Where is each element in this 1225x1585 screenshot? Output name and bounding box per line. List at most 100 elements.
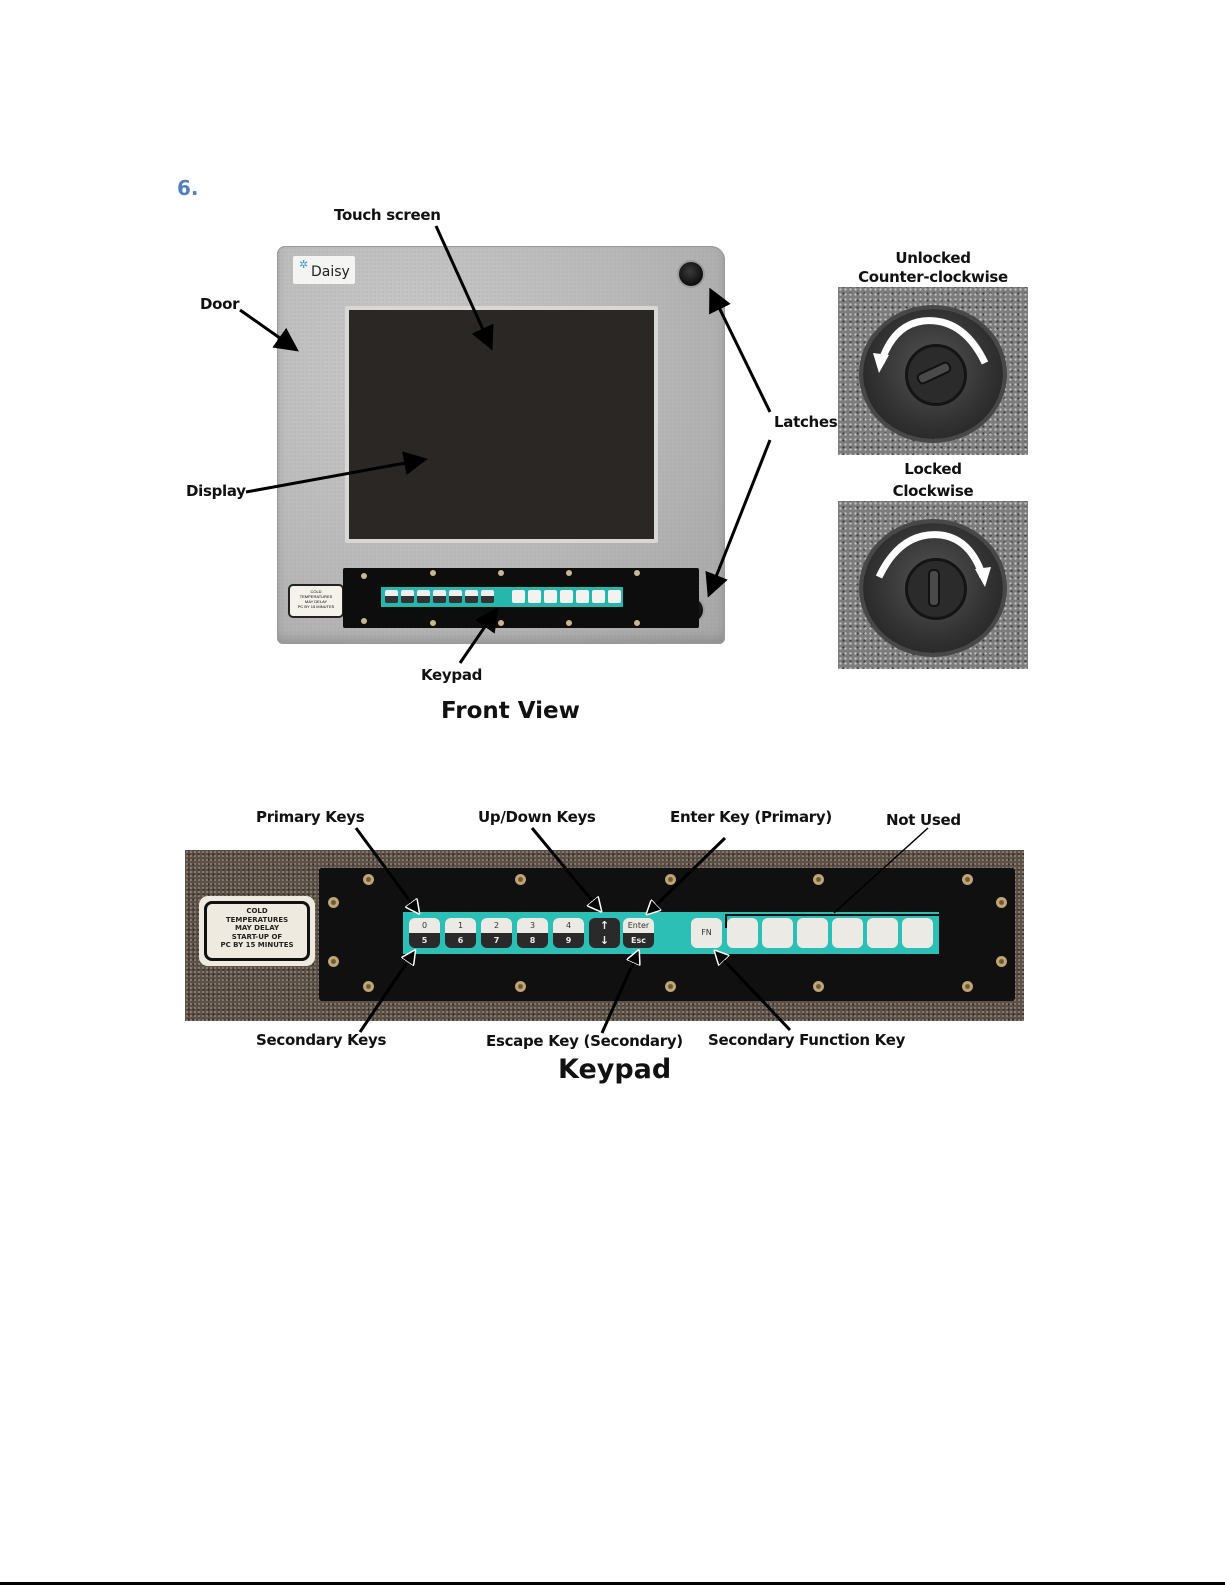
small-key-fn[interactable] bbox=[512, 590, 525, 603]
key-unused bbox=[797, 918, 828, 948]
cold-warning-label: COLD TEMPERATURES MAY DELAY START-UP OF … bbox=[199, 896, 315, 966]
callout-secondary-function-key: Secondary Function Key bbox=[708, 1031, 906, 1049]
keypad-strip-small bbox=[381, 587, 623, 607]
key-up-down[interactable]: ↑↓ bbox=[589, 918, 620, 948]
enter-label: Enter bbox=[623, 918, 654, 933]
keypad-photo: COLD TEMPERATURES MAY DELAY START-UP OF … bbox=[185, 850, 1024, 1021]
cold-line: COLD bbox=[310, 589, 322, 594]
up-arrow-icon: ↑ bbox=[589, 918, 620, 933]
screw bbox=[996, 956, 1007, 967]
key-unused bbox=[832, 918, 863, 948]
latch-slot-vertical bbox=[928, 569, 940, 607]
small-key-unused bbox=[528, 590, 541, 603]
callout-not-used: Not Used bbox=[886, 811, 961, 829]
small-key-unused bbox=[544, 590, 557, 603]
callout-door: Door bbox=[200, 295, 240, 313]
latch-ring bbox=[863, 309, 1003, 439]
callout-escape-key: Escape Key (Secondary) bbox=[486, 1032, 683, 1050]
counter-clockwise-arrow-icon bbox=[873, 317, 989, 373]
screw bbox=[361, 573, 367, 579]
small-key[interactable] bbox=[481, 590, 494, 603]
latch-knob bbox=[905, 558, 967, 620]
latch-ring bbox=[863, 523, 1003, 653]
small-key[interactable] bbox=[401, 590, 414, 603]
latch-unlocked-photo bbox=[838, 287, 1028, 455]
keypad-panel-small bbox=[343, 568, 699, 628]
daisy-logo: ✲ Daisy bbox=[293, 256, 355, 284]
key-unused bbox=[762, 918, 793, 948]
primary-label: 3 bbox=[517, 918, 548, 933]
esc-label: Esc bbox=[623, 933, 654, 948]
small-key[interactable] bbox=[449, 590, 462, 603]
callout-touch-screen: Touch screen bbox=[334, 206, 441, 224]
logo-text: Daisy bbox=[311, 264, 350, 280]
screw bbox=[634, 570, 640, 576]
cold-line: MAY DELAY bbox=[304, 599, 328, 604]
screw bbox=[813, 874, 824, 885]
not-used-bracket bbox=[725, 914, 941, 928]
cold-line: MAY DELAY bbox=[234, 924, 280, 932]
key-unused bbox=[867, 918, 898, 948]
clockwise-arrow-icon bbox=[875, 531, 991, 587]
keypad-caption: Keypad bbox=[558, 1054, 672, 1085]
secondary-label: 9 bbox=[553, 933, 584, 948]
secondary-label: 5 bbox=[409, 933, 440, 948]
callout-enter-key: Enter Key (Primary) bbox=[670, 808, 832, 826]
small-key[interactable] bbox=[385, 590, 398, 603]
callout-secondary-keys: Secondary Keys bbox=[256, 1031, 387, 1049]
screw bbox=[515, 981, 526, 992]
enclosure-door: ✲ Daisy COLD TEMPERATURES MAY DELAY PC B… bbox=[277, 246, 725, 644]
screw bbox=[665, 981, 676, 992]
screw bbox=[566, 620, 572, 626]
screw bbox=[363, 981, 374, 992]
page-bottom-rule bbox=[0, 1582, 1225, 1585]
cold-line: COLD bbox=[246, 907, 268, 915]
screw bbox=[328, 956, 339, 967]
small-key-unused bbox=[592, 590, 605, 603]
secondary-label: 6 bbox=[445, 933, 476, 948]
screw bbox=[566, 570, 572, 576]
latch-top[interactable] bbox=[679, 262, 703, 286]
screw bbox=[634, 620, 640, 626]
cold-line: TEMPERATURES bbox=[299, 594, 333, 599]
screw bbox=[328, 897, 339, 908]
latch-locked-state: Locked bbox=[904, 460, 962, 478]
latch-locked-direction: Clockwise bbox=[892, 482, 974, 500]
touch-screen-display[interactable] bbox=[349, 310, 654, 539]
screw bbox=[363, 874, 374, 885]
key-unused bbox=[902, 918, 933, 948]
screw bbox=[361, 618, 367, 624]
small-key[interactable] bbox=[465, 590, 478, 603]
callout-latches: Latches bbox=[774, 413, 838, 431]
small-key-unused bbox=[576, 590, 589, 603]
section-number: 6. bbox=[177, 176, 199, 200]
screw bbox=[430, 620, 436, 626]
latch-unlocked-state: Unlocked bbox=[895, 249, 971, 267]
screw bbox=[515, 874, 526, 885]
small-key-unused bbox=[560, 590, 573, 603]
primary-label: 0 bbox=[409, 918, 440, 933]
cold-line: PC BY 15 MINUTES bbox=[297, 604, 335, 609]
screw bbox=[430, 570, 436, 576]
screw bbox=[813, 981, 824, 992]
small-key[interactable] bbox=[433, 590, 446, 603]
primary-label: 4 bbox=[553, 918, 584, 933]
key-unused bbox=[727, 918, 758, 948]
callout-keypad: Keypad bbox=[421, 666, 483, 684]
small-key[interactable] bbox=[417, 590, 430, 603]
cold-line: PC BY 15 MINUTES bbox=[220, 941, 294, 949]
key-fn[interactable]: FN bbox=[691, 918, 722, 948]
callout-up-down-keys: Up/Down Keys bbox=[478, 808, 596, 826]
screw bbox=[962, 874, 973, 885]
cold-line: TEMPERATURES bbox=[225, 915, 289, 924]
screw bbox=[996, 897, 1007, 908]
